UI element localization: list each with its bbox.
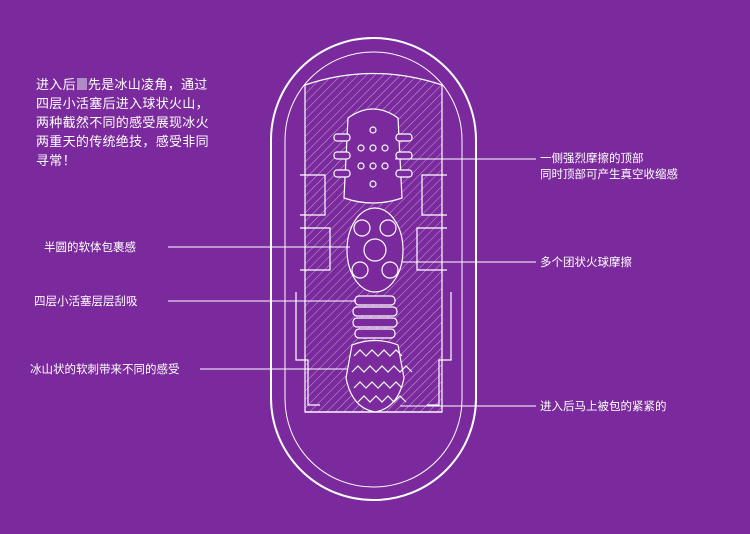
callout-lines [168,158,536,407]
intro-line-2: 四层小活塞后进入球状火山， [36,97,209,112]
intro-line-1: 进入后先是冰山凌角，通过 [36,78,208,93]
label-fireball-friction: 多个团状火球摩擦 [540,255,632,269]
four-layer-pistons [352,295,398,339]
label-semicircle-wrap: 半圆的软体包裹感 [44,240,136,254]
label-iceberg-spikes: 冰山状的软刺带来不同的感受 [30,362,180,376]
top-head [333,108,413,204]
label-four-layer-piston: 四层小活塞层层刮吸 [34,294,138,308]
intro-line-5: 寻常！ [36,154,76,169]
intro-line-3: 两种截然不同的感受展现冰火 [36,116,209,131]
label-tight-wrap: 进入后马上被包的紧紧的 [540,399,667,413]
outer-capsule [270,37,477,501]
label-top-friction-line1: 一侧强烈摩擦的顶部 [540,151,644,165]
intro-paragraph: 进入后先是冰山凌角，通过 四层小活塞后进入球状火山， 两种截然不同的感受展现冰火… [36,76,266,171]
censored-mark [76,78,87,90]
side-chambers [295,174,452,413]
iceberg-spike-section [345,339,413,413]
label-top-friction-line2: 同时顶部可产生真空收缩感 [540,167,678,181]
inner-capsule [284,51,463,488]
fireball-cluster [346,207,404,293]
intro-line-4: 两重天的传统绝技，感受非同 [36,135,209,150]
label-top-friction: 一侧强烈摩擦的顶部 同时顶部可产生真空收缩感 [540,150,678,182]
